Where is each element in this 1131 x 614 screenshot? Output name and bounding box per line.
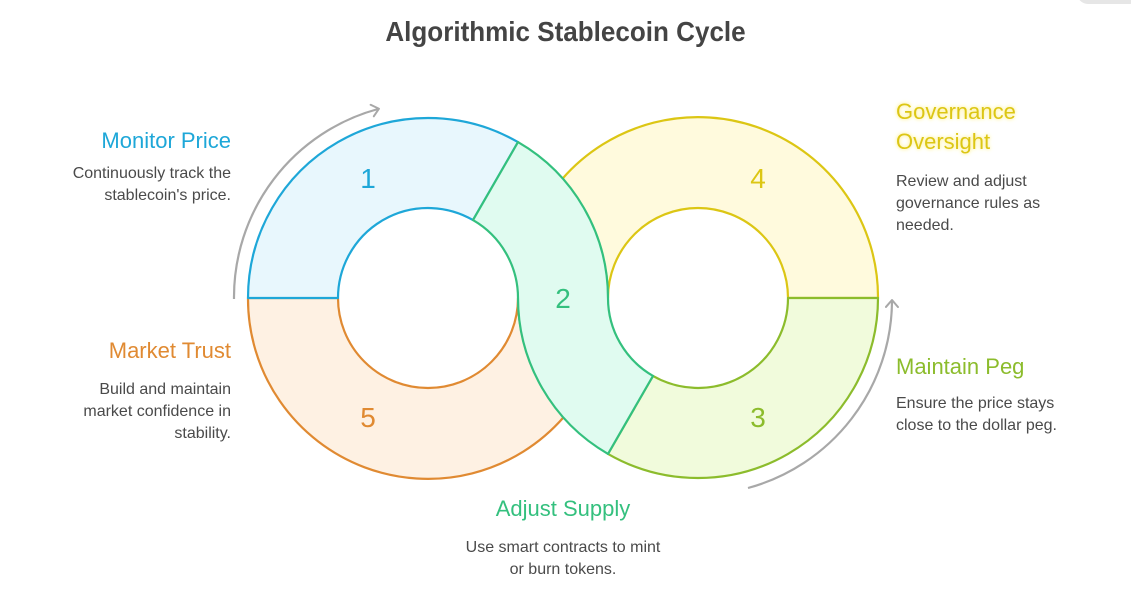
step-1-description: Continuously track the stablecoin's pric…	[72, 165, 231, 204]
step-number-3: 3	[750, 402, 766, 433]
cycle-arrow-left-icon	[232, 103, 380, 300]
step-number-2: 2	[555, 283, 571, 314]
step-4-title: Governance Oversight	[896, 99, 1016, 154]
step-3-title: Maintain Peg	[896, 354, 1025, 379]
segment-1-monitor-price[interactable]	[246, 116, 520, 300]
segment-4-governance-oversight[interactable]	[561, 116, 880, 300]
step-4-description: Review and adjust governance rules as ne…	[896, 173, 1041, 234]
step-5-label: Market Trust Build and maintain market c…	[0, 337, 231, 445]
step-number-5: 5	[360, 402, 376, 433]
step-2-label: Adjust Supply Use smart contracts to min…	[413, 495, 713, 581]
step-number-1: 1	[360, 163, 376, 194]
segment-2-adjust-supply[interactable]	[471, 141, 655, 455]
corner-button[interactable]	[1077, 0, 1131, 4]
diagram-title: Algorithmic Stablecoin Cycle	[385, 16, 746, 47]
step-number-4: 4	[750, 163, 766, 194]
step-4-label: Governance Oversight Review and adjust g…	[896, 97, 1116, 237]
segment-3-maintain-peg[interactable]	[606, 296, 880, 480]
step-1-label: Monitor Price Continuously track the sta…	[0, 127, 231, 207]
step-5-title: Market Trust	[108, 338, 231, 363]
step-3-description: Ensure the price stays close to the doll…	[896, 395, 1057, 434]
cycle-arrow-right-icon	[747, 299, 899, 490]
step-2-title: Adjust Supply	[495, 496, 631, 521]
segment-5-market-trust[interactable]	[246, 296, 565, 480]
step-1-title: Monitor Price	[101, 128, 231, 153]
step-3-label: Maintain Peg Ensure the price stays clos…	[896, 353, 1126, 437]
step-5-description: Build and maintain market confidence in …	[83, 381, 231, 442]
step-2-description: Use smart contracts to mint or burn toke…	[465, 539, 661, 578]
